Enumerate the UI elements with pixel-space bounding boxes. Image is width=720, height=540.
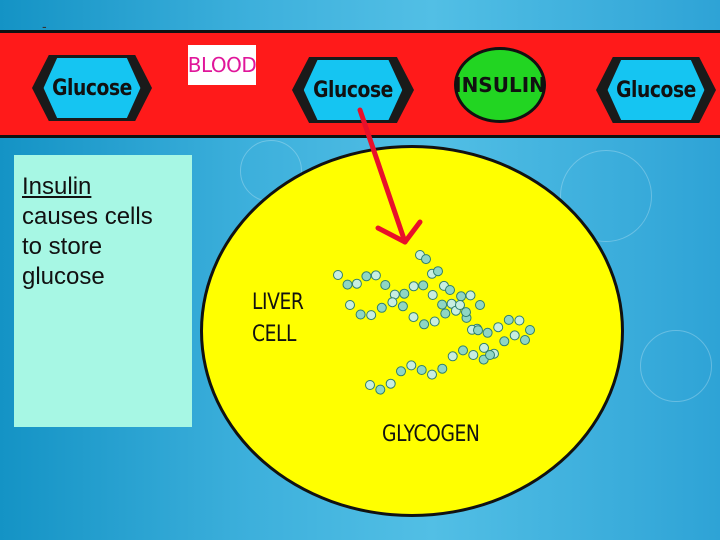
glycogen-bead bbox=[351, 278, 362, 289]
glycogen-bead bbox=[333, 270, 343, 280]
glycogen-bead bbox=[387, 297, 398, 308]
caption-line: glucose bbox=[22, 263, 105, 290]
glycogen-bead bbox=[376, 302, 387, 313]
glycogen-bead bbox=[399, 288, 410, 299]
glycogen-bead bbox=[408, 281, 419, 292]
glycogen-bead bbox=[437, 363, 448, 374]
glycogen-bead bbox=[419, 319, 430, 330]
glucose-label: Glucose bbox=[303, 60, 403, 120]
glucose-hexagon: Glucose bbox=[32, 55, 152, 121]
glycogen-bead bbox=[485, 350, 495, 360]
glycogen-bead bbox=[396, 366, 406, 377]
glycogen-bead bbox=[380, 280, 391, 290]
liver-cell-label-line2: CELL bbox=[252, 322, 297, 347]
glycogen-bead bbox=[514, 315, 525, 326]
glycogen-chains-illustration bbox=[333, 250, 535, 395]
glycogen-bead bbox=[361, 271, 372, 282]
liver-cell bbox=[200, 145, 624, 517]
liver-cell-label-line1: LIVER bbox=[252, 290, 304, 315]
blood-label: BLOOD bbox=[188, 45, 257, 85]
background-molecule bbox=[560, 150, 652, 242]
caption-box bbox=[14, 155, 192, 427]
glycogen-bead bbox=[461, 307, 471, 318]
insulin-badge: INSULIN bbox=[454, 47, 546, 123]
arrow-head bbox=[375, 219, 423, 245]
glycogen-label: GLYCOGEN bbox=[382, 422, 480, 447]
glycogen-bead bbox=[440, 308, 451, 319]
glycogen-bead bbox=[427, 369, 437, 380]
glycogen-bead bbox=[427, 290, 438, 300]
glycogen-bead bbox=[447, 351, 458, 362]
glycogen-bead bbox=[465, 290, 476, 301]
caption-line: causes cells bbox=[22, 203, 153, 230]
glycogen-bead bbox=[375, 384, 386, 395]
glycogen-bead bbox=[421, 254, 431, 265]
glycogen-bead bbox=[458, 345, 468, 356]
glycogen-bead bbox=[366, 310, 377, 321]
glycogen-bead bbox=[406, 360, 417, 371]
glycogen-bead bbox=[468, 350, 479, 360]
glycogen-bead bbox=[493, 322, 504, 333]
top-mark: - bbox=[42, 18, 47, 34]
glycogen-bead bbox=[397, 301, 408, 312]
glycogen-bead bbox=[345, 300, 355, 310]
background-molecule bbox=[640, 330, 712, 402]
glycogen-bead bbox=[416, 365, 427, 375]
glycogen-bead bbox=[418, 280, 429, 291]
glycogen-bead bbox=[499, 336, 510, 347]
glycogen-bead bbox=[475, 300, 485, 310]
glycogen-bead bbox=[482, 327, 493, 338]
glycogen-bead bbox=[445, 285, 455, 295]
glycogen-bead bbox=[365, 380, 375, 390]
glycogen-bead bbox=[525, 325, 535, 335]
caption-line: Insulin bbox=[22, 173, 92, 200]
glucose-label: Glucose bbox=[607, 60, 705, 120]
glycogen-bead bbox=[520, 335, 530, 345]
glycogen-bead bbox=[503, 314, 514, 325]
glycogen-bead bbox=[473, 325, 483, 336]
caption-line: to store bbox=[22, 233, 103, 260]
glycogen-bead bbox=[509, 330, 520, 341]
glucose-hexagon: Glucose bbox=[292, 57, 414, 123]
glycogen-bead bbox=[408, 312, 419, 323]
glycogen-bead bbox=[437, 299, 448, 310]
caption-text: Insulin causes cells to store glucose bbox=[22, 172, 202, 292]
glucose-label: Glucose bbox=[43, 58, 141, 118]
glycogen-bead bbox=[370, 270, 381, 281]
glycogen-bead bbox=[479, 342, 489, 353]
glycogen-bead bbox=[433, 266, 443, 277]
glycogen-bead bbox=[455, 300, 465, 310]
glucose-hexagon: Glucose bbox=[596, 57, 716, 123]
arrow-shaft bbox=[357, 107, 408, 245]
glycogen-bead bbox=[385, 378, 396, 389]
glycogen-bead bbox=[355, 309, 366, 320]
glycogen-bead bbox=[429, 316, 440, 327]
